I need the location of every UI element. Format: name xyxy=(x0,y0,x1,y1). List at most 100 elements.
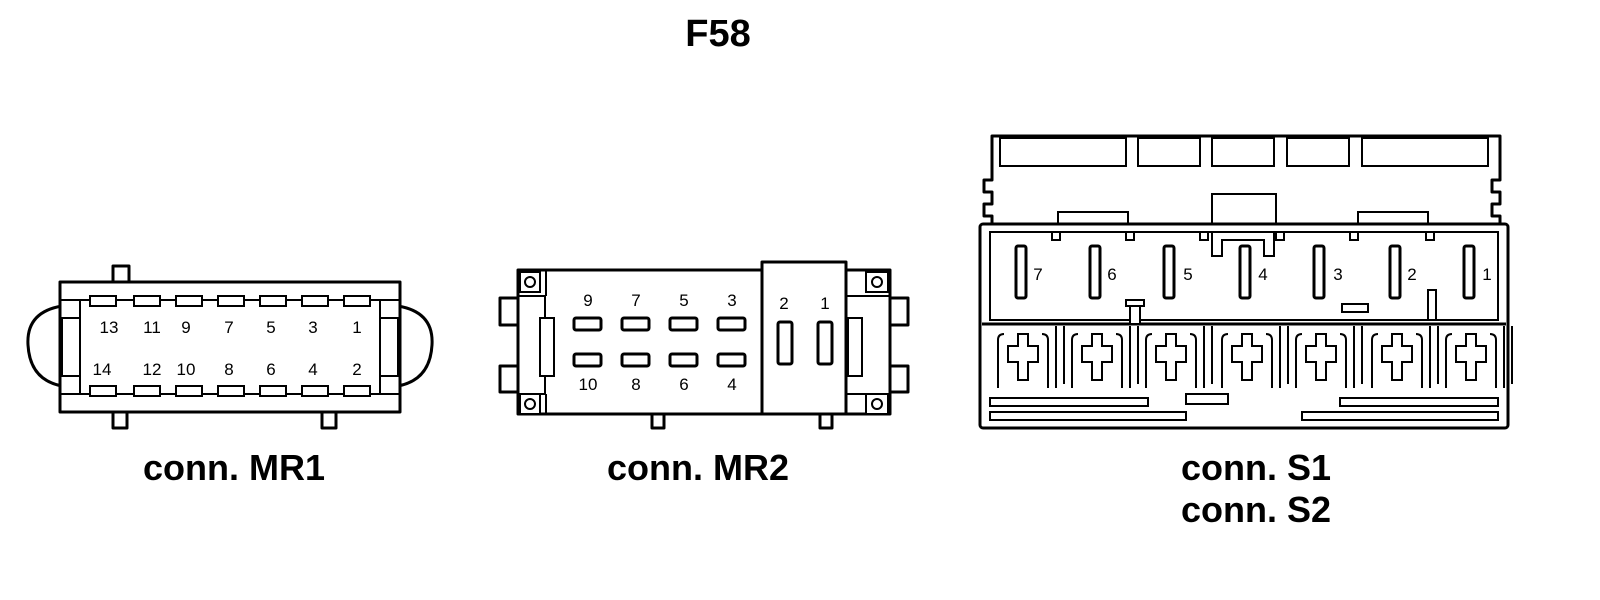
pin-label: 3 xyxy=(1333,265,1342,284)
connector-s1-s2: 7 6 5 4 3 2 1 conn. S1 conn. S2 xyxy=(978,134,1513,530)
terminal-cavity xyxy=(1145,326,1213,388)
mr1-left-latch xyxy=(61,317,81,377)
connector-mr1: 13 11 9 7 5 3 1 14 12 10 8 6 4 2 conn. M… xyxy=(26,264,434,488)
terminal-clip xyxy=(1305,333,1337,381)
pin-label: 2 xyxy=(1407,265,1416,284)
pin-label: 10 xyxy=(177,360,196,379)
mr2-foot-right xyxy=(818,412,834,430)
pin-label: 9 xyxy=(583,291,592,310)
pin-label: 4 xyxy=(727,375,736,394)
pin-slot xyxy=(133,295,161,307)
terminal-cavity xyxy=(1221,326,1289,388)
pin-label: 1 xyxy=(1482,265,1491,284)
cavity-wall xyxy=(1445,333,1497,388)
mr1-bottom-tab-right xyxy=(320,410,338,430)
pin-label: 10 xyxy=(579,375,598,394)
terminal-clip xyxy=(1381,333,1413,381)
cavity-wall xyxy=(1371,333,1423,388)
mr2-mount-holes xyxy=(519,271,889,415)
pin-label: 14 xyxy=(93,360,112,379)
pin-label: 5 xyxy=(679,291,688,310)
terminal-clip xyxy=(1155,333,1187,381)
s-cap-windows xyxy=(999,137,1489,167)
pin-slot xyxy=(89,385,117,397)
pin-label: 7 xyxy=(631,291,640,310)
pin-label: 2 xyxy=(352,360,361,379)
pin-label: 11 xyxy=(143,318,161,337)
pin-label: 6 xyxy=(1107,265,1116,284)
blade-terminal xyxy=(1088,244,1102,300)
terminal-clip xyxy=(1081,333,1113,381)
pin-slot xyxy=(175,385,203,397)
pin-label: 3 xyxy=(727,291,736,310)
pin-label: 1 xyxy=(352,318,361,337)
pin-label: 1 xyxy=(820,294,829,313)
s-connector-pin-window xyxy=(989,231,1499,321)
mr1-bottom-tab-left xyxy=(111,410,129,430)
mr1-bottom-pin-labels: 14 12 10 8 6 4 2 xyxy=(93,360,362,379)
mr1-right-latch xyxy=(379,317,399,377)
mr1-slots-top xyxy=(89,295,371,307)
mr2-left-latch xyxy=(539,317,555,377)
cavity-wall xyxy=(1295,333,1347,388)
pin-label: 7 xyxy=(1033,265,1042,284)
blade-terminal xyxy=(1014,244,1028,300)
s-connector-housing xyxy=(978,222,1510,430)
terminal-cavity xyxy=(997,326,1065,388)
pin-label: 9 xyxy=(181,318,190,337)
pin-slot xyxy=(217,385,245,397)
pin-label: 6 xyxy=(679,375,688,394)
blade-terminal xyxy=(1388,244,1402,300)
mount-hole-icon xyxy=(524,276,536,288)
terminal-cavity xyxy=(1071,326,1139,388)
pin-slot xyxy=(301,295,329,307)
s1-caption: conn. S1 xyxy=(1181,447,1331,488)
pin-slot xyxy=(259,295,287,307)
pin-label: 8 xyxy=(631,375,640,394)
pin-label: 4 xyxy=(308,360,317,379)
pin-label: 7 xyxy=(224,318,233,337)
s-key-left xyxy=(1125,299,1145,325)
pin-label: 5 xyxy=(1183,265,1192,284)
s-key-right xyxy=(1427,289,1437,321)
mr1-caption: conn. MR1 xyxy=(143,447,325,488)
s-connector-notches xyxy=(1051,231,1435,241)
pin-slot xyxy=(343,295,371,307)
cavity-wall xyxy=(1071,333,1123,388)
pin-label: 6 xyxy=(266,360,275,379)
pin-slot xyxy=(259,385,287,397)
s-connector-rails xyxy=(989,393,1499,421)
cavity-wall xyxy=(997,333,1049,388)
terminal-cavity xyxy=(1295,326,1363,388)
pin-label: 4 xyxy=(1258,265,1267,284)
blade-terminal xyxy=(1162,244,1176,300)
pin-label: 8 xyxy=(224,360,233,379)
mr2-right-latch xyxy=(847,317,863,377)
pin-label: 12 xyxy=(143,360,162,379)
terminal-clip xyxy=(1455,333,1487,381)
pin-slot xyxy=(175,295,203,307)
mr2-pin-labels: 9 7 5 3 10 8 6 4 2 1 xyxy=(579,291,830,394)
pin-label: 5 xyxy=(266,318,275,337)
pin-label: 2 xyxy=(779,294,788,313)
pin-label: 13 xyxy=(100,318,119,337)
s2-caption: conn. S2 xyxy=(1181,489,1331,530)
pin-slot xyxy=(217,295,245,307)
mr1-left-ear xyxy=(26,304,64,388)
pin-slot xyxy=(133,385,161,397)
cavity-wall xyxy=(1221,333,1273,388)
mr2-left-clip xyxy=(498,296,520,394)
pin-slot xyxy=(343,385,371,397)
connector-mr2: 9 7 5 3 10 8 6 4 2 1 conn. MR2 xyxy=(498,260,910,488)
diagram-title: F58 xyxy=(685,13,750,55)
mr1-top-tab xyxy=(111,264,131,284)
pin-slot xyxy=(89,295,117,307)
pin-slot xyxy=(301,385,329,397)
cavity-wall xyxy=(1145,333,1197,388)
terminal-clip xyxy=(1231,333,1263,381)
terminal-cavity xyxy=(1371,326,1439,388)
s-key-mid xyxy=(1341,303,1369,313)
mr1-top-pin-labels: 13 11 9 7 5 3 1 xyxy=(100,318,362,337)
s-pin-labels: 7 6 5 4 3 2 1 xyxy=(1033,265,1491,284)
mount-hole-icon xyxy=(871,398,883,410)
